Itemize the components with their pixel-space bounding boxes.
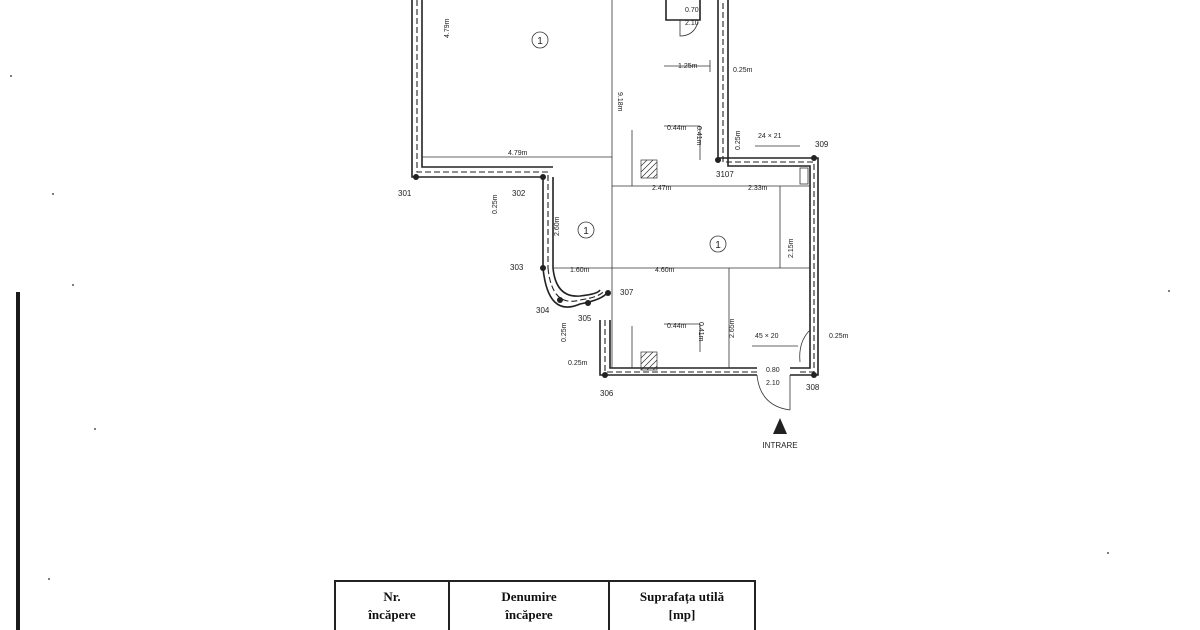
dimension-label: 4.79m	[444, 18, 451, 38]
scan-speck	[72, 284, 74, 286]
window-label: 24 × 21	[758, 133, 782, 140]
point-label-306: 306	[600, 389, 614, 398]
door-top	[679, 20, 699, 37]
legend-table: Nr. încăpere Denumire încăpere Suprafața…	[334, 580, 756, 630]
dimension-label: 2.10	[685, 20, 699, 27]
dimension-label: 0.80	[766, 367, 780, 374]
header-text: încăpere	[505, 607, 553, 622]
hatched-column-bottom	[640, 351, 658, 371]
door-side	[799, 329, 811, 363]
header-room-number: Nr. încăpere	[334, 580, 450, 630]
scan-speck	[1107, 552, 1109, 554]
dimension-label: 0.25m	[735, 130, 742, 150]
header-text: încăpere	[368, 607, 416, 622]
dimension-label: 4.60m	[655, 267, 675, 274]
dimension-label: 2.65m	[729, 318, 736, 338]
dimension-label: 0.25m	[492, 194, 499, 214]
dimension-label: 2.10	[766, 380, 780, 387]
interior-lines	[422, 0, 810, 368]
dimension-label: 1.25m	[678, 63, 698, 70]
header-room-name: Denumire încăpere	[448, 580, 610, 630]
entrance-label: INTRARE	[762, 441, 797, 450]
room-number: 1	[537, 36, 543, 47]
dimension-label: 1.60m	[570, 267, 590, 274]
point-label-305: 305	[578, 314, 592, 323]
dimension-label: 0.41m	[695, 126, 702, 146]
dimension-label: 0.25m	[561, 322, 568, 342]
scan-speck	[94, 428, 96, 430]
dimension-label: 0.44m	[667, 125, 687, 132]
scan-speck	[10, 75, 12, 77]
dimension-label: 0.41m	[697, 322, 704, 342]
dimension-label: 0.44m	[667, 323, 687, 330]
dimension-label: 2.60m	[554, 216, 561, 236]
header-useful-area: Suprafața utilă [mp]	[608, 580, 756, 630]
dimension-label: 0.25m	[733, 67, 753, 74]
point-label-307: 307	[620, 288, 634, 297]
header-text: Denumire	[501, 589, 557, 604]
dimension-label: 0.70	[685, 7, 699, 14]
dimension-label: 2.47m	[652, 185, 672, 192]
scan-speck	[1168, 290, 1170, 292]
point-label-308: 308	[806, 383, 820, 392]
entrance-arrow-icon	[773, 418, 787, 434]
header-text: Nr.	[383, 589, 401, 604]
point-label-304: 304	[536, 306, 550, 315]
point-label-301: 301	[398, 189, 412, 198]
dimension-label: 0.25m	[568, 360, 588, 367]
point-label-309: 309	[815, 140, 829, 149]
hatched-column-top	[640, 159, 658, 179]
window-label: 45 × 20	[755, 333, 779, 340]
room-marker-right: 1	[709, 235, 727, 253]
dimension-label: 4.79m	[508, 150, 528, 157]
header-text: Suprafața utilă	[639, 589, 725, 604]
scan-speck	[48, 578, 50, 580]
dimension-label: 9.18m	[616, 92, 623, 112]
room-marker-upper: 1	[531, 31, 549, 49]
dimension-label: 0.25m	[829, 333, 849, 340]
room-marker-middle: 1	[577, 221, 595, 239]
room-number: 1	[715, 240, 721, 251]
header-text: [mp]	[668, 607, 696, 622]
dimension-label: 2.33m	[748, 185, 768, 192]
scan-edge-line	[16, 292, 20, 630]
scan-speck	[52, 193, 54, 195]
exterior-walls	[411, 0, 819, 376]
dimension-label: 2.15m	[788, 238, 795, 258]
point-markers	[413, 155, 817, 378]
point-label-302: 302	[512, 189, 526, 198]
door-entrance	[756, 374, 791, 411]
point-label-3107: 3107	[716, 170, 734, 179]
room-area-table: Nr. încăpere Denumire încăpere Suprafața…	[334, 580, 756, 630]
point-label-303: 303	[510, 263, 524, 272]
room-number: 1	[583, 226, 589, 237]
table-header-row: Nr. încăpere Denumire încăpere Suprafața…	[334, 580, 756, 630]
